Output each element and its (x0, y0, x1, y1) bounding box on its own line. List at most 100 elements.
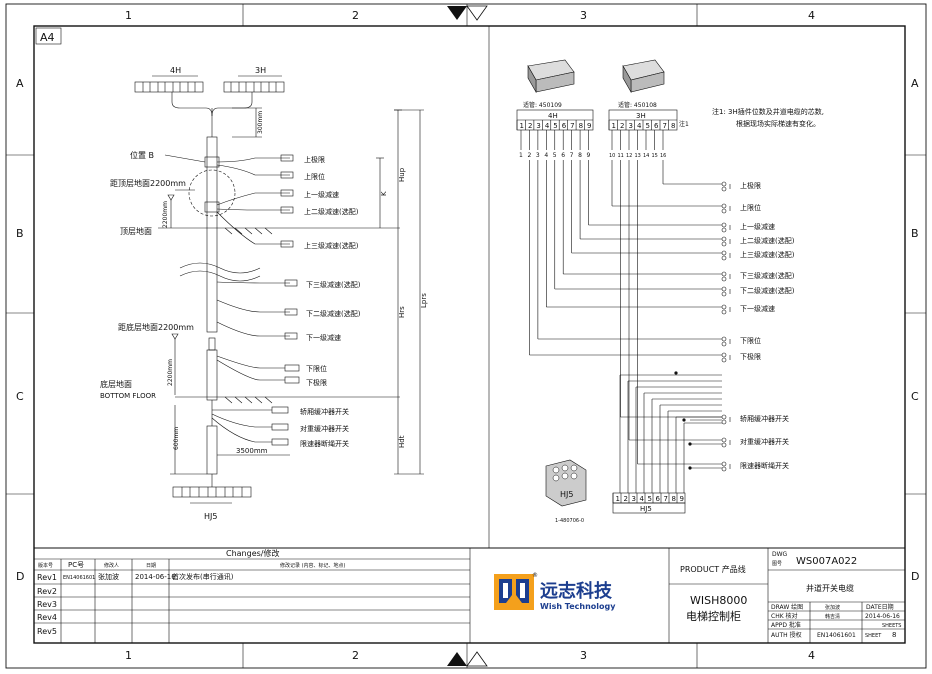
row-label-right-a: A (911, 77, 919, 90)
connector-part-image-1 (527, 59, 575, 94)
pin-3h-6: 6 (654, 122, 659, 130)
hj5-part-image (545, 459, 587, 507)
wire-number-13: 13 (635, 153, 641, 159)
dim-300mm: 300mm (257, 111, 264, 134)
right-switch-car-buffer: 轿厢缓冲器开关 (740, 414, 789, 423)
row-label-left-b: B (16, 227, 24, 240)
wire-number-12: 12 (626, 153, 632, 159)
pin-hj5-3: 3 (632, 495, 636, 503)
pin-4h-3: 3 (536, 122, 540, 130)
connector-hj5-label-left: HJ5 (204, 512, 217, 521)
center-mark-bottom-icon (447, 652, 467, 666)
wire-number-16: 16 (660, 153, 666, 159)
pin-3h-7: 7 (663, 122, 667, 130)
pin-hj5-6: 6 (656, 495, 661, 503)
wire-number-4: 4 (544, 152, 548, 159)
part-label-3h: 适管: 450108 (618, 101, 657, 109)
col-label-top-1: 1 (125, 9, 132, 22)
pin-4h-4: 4 (545, 122, 550, 130)
pin-3h-2: 2 (620, 122, 624, 130)
position-b-label: 位置 B (130, 150, 154, 160)
pin-hj5-7: 7 (664, 495, 668, 503)
col-label-bottom-3: 3 (580, 649, 587, 662)
sheet-label: SHEET (865, 633, 882, 639)
wish-logo-icon: ® (494, 572, 538, 610)
rev1-record: 首次发布(串行通讯) (172, 572, 234, 581)
right-switch-governor-rope: 限速器断绳开关 (740, 461, 789, 470)
chk-name: 韩吉清 (825, 613, 840, 620)
pin-4h-7: 7 (570, 122, 574, 130)
rev1-modifier: 张加波 (98, 572, 119, 581)
rev1-date: 2014-06-16 (135, 573, 176, 581)
wire-number-8: 8 (578, 152, 582, 159)
pin-4h-1: 1 (520, 122, 524, 130)
pin-3h-5: 5 (646, 122, 650, 130)
dim-2200mm-bottom: 2200mm (167, 359, 174, 386)
product-label: PRODUCT 产品线 (680, 564, 746, 574)
right-switch-lower-decel-2: 下二级减速(选配) (740, 286, 795, 295)
pin-3h-4: 4 (637, 122, 642, 130)
row-labels: A B C D A B C D (16, 77, 919, 583)
company-name-en: Wish Technology (540, 602, 616, 611)
col-header-pc: PC号 (68, 561, 84, 569)
row-label-right-c: C (911, 390, 919, 403)
pin-4h-5: 5 (553, 122, 557, 130)
note-mark: 注1 (679, 120, 689, 128)
right-switch-lower-decel-1: 下一级减速 (740, 304, 775, 313)
dwg-sub-label: 图号 (772, 561, 782, 567)
right-switch-upper-decel-3: 上三级减速(选配) (740, 250, 795, 259)
dim-hdt: Hdt (398, 435, 406, 448)
right-switch-lower-decel-3: 下三级减速(选配) (740, 271, 795, 280)
col-label-bottom-4: 4 (808, 649, 815, 662)
bottom-floor-label-en: BOTTOM FLOOR (100, 392, 156, 400)
wire-number-5: 5 (553, 152, 557, 159)
col-label-top-3: 3 (580, 9, 587, 22)
pin-4h-9: 9 (587, 122, 591, 130)
sheets-label: SHEETS (882, 623, 901, 629)
col-header-rev: 版本号 (38, 562, 53, 569)
wire-number-15: 15 (652, 153, 658, 159)
col-label-bottom-2: 2 (352, 649, 359, 662)
date-label: DATE日期 (866, 603, 894, 611)
wire-number-6: 6 (561, 152, 565, 159)
upper-switch-wiring (216, 154, 294, 248)
pin-4h-8: 8 (579, 122, 583, 130)
hj5-part-number: 1-480706-0 (555, 518, 584, 524)
rev-1: Rev1 (37, 573, 57, 582)
auth-value: EN14061601 (817, 632, 856, 639)
title-block: Changes/修改 版本号 PC号 修改人 日期 修改记录 (内容、标记、地点… (34, 547, 905, 643)
left-switch-upper-decel-2: 上二级减速(选配) (304, 207, 359, 216)
svg-text:®: ® (532, 572, 538, 579)
pin-4h-2: 2 (528, 122, 532, 130)
connector-part-image-2 (622, 59, 665, 94)
left-switch-counterweight-buffer: 对重缓冲器开关 (300, 424, 349, 433)
dim-hup: Hup (398, 167, 406, 182)
dim-hrs: Hrs (398, 306, 406, 318)
appd-label: APPD 批准 (771, 621, 801, 629)
col-label-bottom-1: 1 (125, 649, 132, 662)
drawing-number: WS007A022 (796, 556, 857, 567)
pin-hj5-2: 2 (624, 495, 628, 503)
pin-hj5-9: 9 (680, 495, 684, 503)
col-header-record: 修改记录 (内容、标记、地点) (280, 562, 346, 569)
chk-label: CHK 核对 (771, 612, 798, 620)
top-floor-label: 顶层地面 (120, 226, 152, 236)
right-switch-upper-limit: 上极限 (740, 181, 761, 190)
lower-decel-wiring (216, 279, 298, 340)
drawing-frame: A4 (5, 3, 927, 669)
header-3h: 3H (636, 112, 646, 120)
wire-number-11: 11 (618, 153, 624, 159)
col-label-top-4: 4 (808, 9, 815, 22)
dim-lprs: Lprs (420, 293, 428, 308)
note-line-2: 根据现场实际梯速有变化。 (736, 119, 820, 128)
bottom-floor-label-cn: 底层地面 (100, 379, 132, 389)
rev-2: Rev2 (37, 587, 57, 596)
right-switch-lower-position: 下限位 (740, 336, 761, 345)
wire-number-3: 3 (536, 152, 540, 159)
right-switch-upper-decel-1: 上一级减速 (740, 222, 775, 231)
part-label-4h: 适管: 450109 (523, 101, 562, 109)
draw-name: 张加波 (825, 604, 840, 611)
